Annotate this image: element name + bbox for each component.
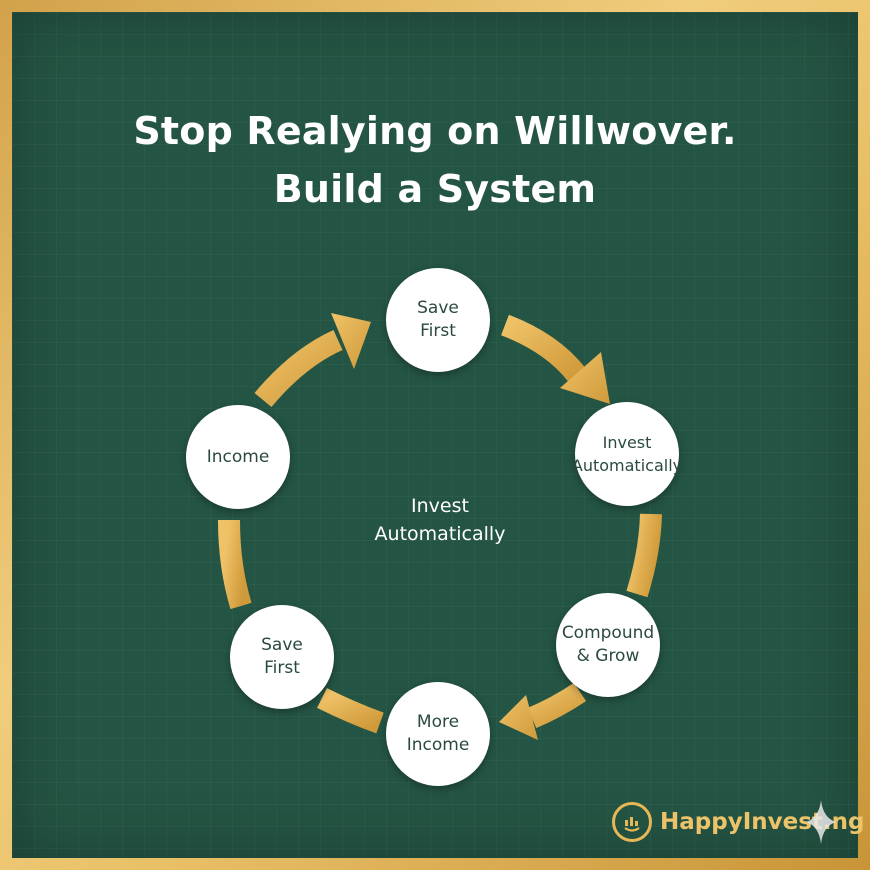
arrow-save-to-invest xyxy=(500,314,610,404)
arrow-compound-to-more-income xyxy=(499,682,587,740)
sparkle-icon xyxy=(806,800,836,844)
page-title: Stop Realying on Willwover. Build a Syst… xyxy=(0,102,870,218)
arrow-save-to-income xyxy=(218,519,252,610)
title-line-2: Build a System xyxy=(273,167,597,211)
center-label: Invest Automatically xyxy=(374,495,506,545)
arrow-income-to-save xyxy=(254,313,371,408)
title-line-1: Stop Realying on Willwover. xyxy=(133,109,737,153)
node-save-first-top: Save First xyxy=(386,268,490,372)
node-label: Compound & Grow xyxy=(561,623,655,666)
node-label: Save First xyxy=(417,298,459,341)
node-label: Income xyxy=(206,446,270,467)
node-income: Income xyxy=(186,405,290,509)
node-label: Save First xyxy=(261,635,303,678)
node-label: More Income xyxy=(406,712,470,755)
node-label: Invest Automatically xyxy=(571,433,683,475)
chart-face-icon xyxy=(612,802,652,842)
arrow-more-income-to-save xyxy=(317,688,384,734)
node-save-first-left: Save First xyxy=(230,605,334,709)
node-compound-grow: Compound & Grow xyxy=(556,593,660,697)
node-more-income: More Income xyxy=(386,682,490,786)
chalkboard-background xyxy=(12,12,858,858)
arrow-invest-to-compound xyxy=(626,513,662,598)
node-invest-automatically: Invest Automatically xyxy=(571,402,683,506)
